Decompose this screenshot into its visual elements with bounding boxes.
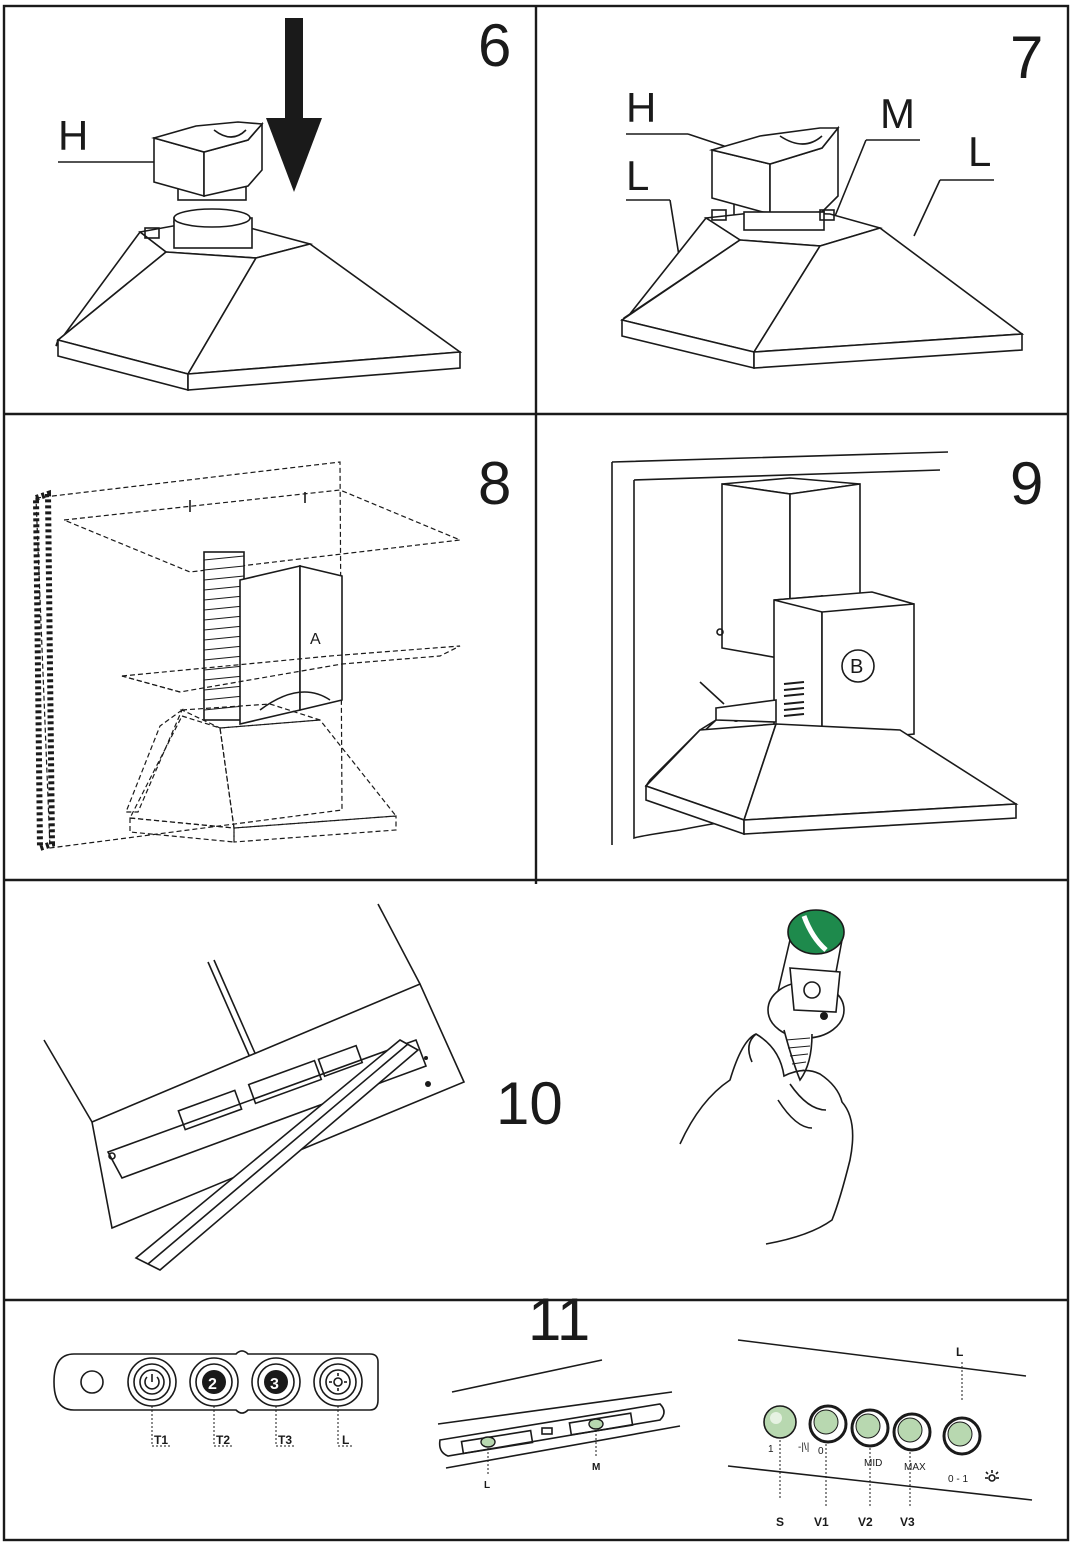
motor-slider[interactable] [588,1418,604,1430]
button-control-panel: 2 3 T1 T2 T3 L [53,1350,379,1447]
flexible-duct [203,551,245,721]
panel-8: 8 A [32,450,511,853]
label-l: L [342,1433,349,1447]
slider-label-m: M [592,1462,600,1473]
slider-control-panel: L M [437,1359,681,1491]
step-number-11: 11 [528,1286,590,1353]
bracket-a: A [239,564,343,726]
panel-top-label-l: L [956,1345,963,1359]
label-t2: T2 [216,1433,230,1447]
wall [32,461,343,853]
knob-light[interactable] [942,1416,982,1456]
label-h: H [626,84,656,131]
hood-body [55,208,463,392]
hood-body [644,681,1019,836]
label-b: B [850,656,863,678]
lamp-indicator [763,1405,797,1439]
power-button[interactable] [127,1357,177,1407]
panel-10: 10 [43,903,854,1271]
step-number-9: 9 [1010,450,1043,517]
label-t3: T3 [278,1433,292,1447]
mark-0: 0 [818,1446,824,1457]
mark-max: MAX [904,1462,926,1473]
knob-v3[interactable] [892,1412,932,1452]
hood-body [620,209,1025,370]
svg-text:2: 2 [208,1376,217,1393]
lower-chimney-b: B [773,591,915,745]
mark-1: 1 [768,1444,774,1455]
light-icon [329,1373,347,1391]
panel-11: 11 2 3 [53,1286,1033,1529]
label-s: S [776,1515,784,1529]
knob-v2[interactable] [850,1408,890,1448]
step-number-7: 7 [1010,24,1043,91]
label-h: H [58,112,88,159]
down-arrow-icon [266,18,322,192]
hand-bulb [679,909,854,1245]
panel-9: 9 B [611,450,1043,845]
panel-grid [2,4,1070,1542]
hood-dashed [125,703,398,843]
light-button[interactable] [313,1357,363,1407]
label-l-left: L [626,152,649,199]
label-l-right: L [968,128,991,175]
fan-symbol-icon: -|\| [798,1442,809,1453]
slider-label-l: L [484,1480,490,1491]
label-a: A [310,631,321,648]
svg-text:3: 3 [270,1376,279,1393]
label-v1: V1 [814,1515,829,1529]
adapter-h [708,125,840,219]
adapter-h [151,121,264,201]
speed-2-button[interactable]: 2 [189,1357,239,1407]
label-t1: T1 [154,1433,168,1447]
speed-3-button[interactable]: 3 [251,1357,301,1407]
label-v2: V2 [858,1515,873,1529]
step-number-6: 6 [478,12,511,79]
panel-6: 6 H [55,12,511,392]
light-icon [985,1470,999,1482]
light-slider[interactable] [480,1436,496,1448]
knob-control-panel: L 1 -|\| 0 MID MAX 0 - 1 [727,1339,1033,1529]
mark-mid: MID [864,1458,882,1469]
hood-underside [43,903,466,1271]
step-number-10: 10 [496,1070,563,1137]
step-number-8: 8 [478,450,511,517]
label-m: M [880,90,915,137]
label-v3: V3 [900,1515,915,1529]
knob-v1[interactable] [808,1404,848,1444]
panel-7: 7 H M L L [620,24,1043,370]
mark-0-1: 0 - 1 [948,1474,968,1485]
